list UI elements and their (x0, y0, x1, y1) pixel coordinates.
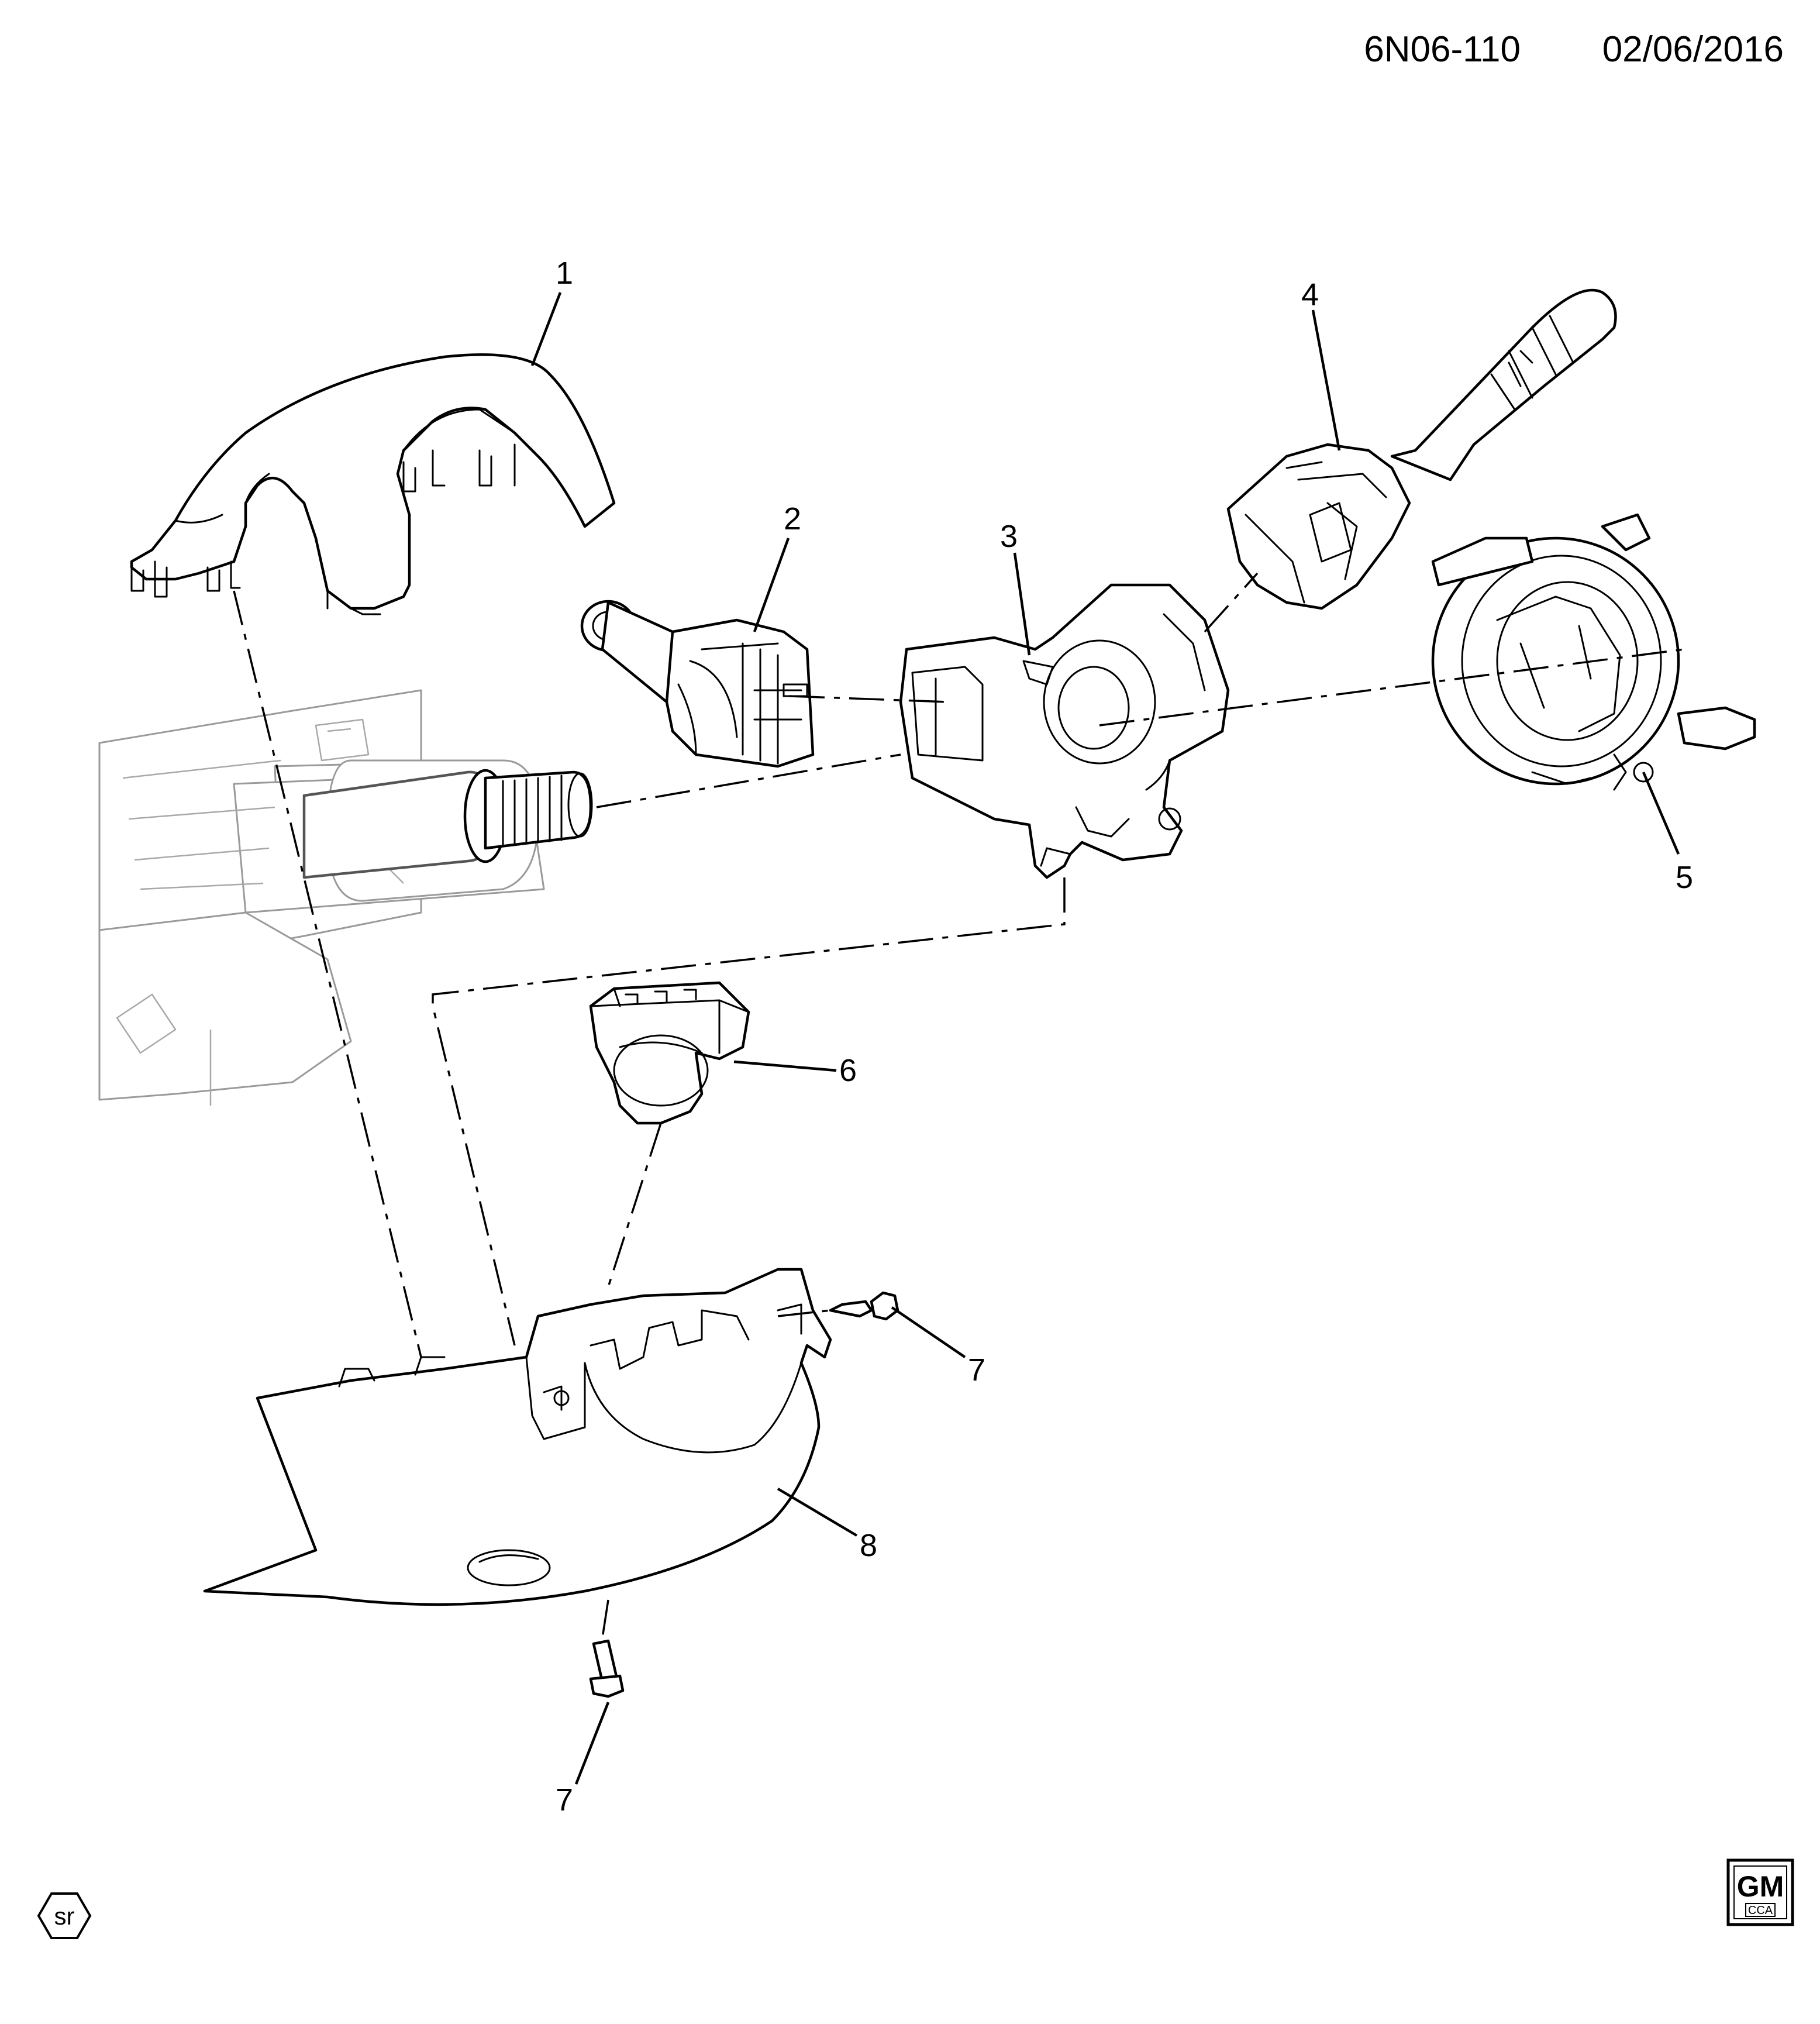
turn-signal-switch (580, 600, 815, 768)
assembly-lines (233, 572, 1685, 1639)
screw-right (829, 1291, 899, 1321)
callout-4: 4 (1301, 277, 1319, 312)
lower-trim-cover (203, 1268, 832, 1606)
ignition-module (589, 981, 750, 1125)
callout-3: 3 (1000, 519, 1018, 554)
callout-2: 2 (784, 501, 801, 536)
gm-logo: GM CCA (1726, 1858, 1794, 1926)
upper-trim-cover (130, 353, 616, 615)
svg-text:sr: sr (54, 1902, 75, 1930)
callout-1: 1 (556, 256, 573, 291)
diagram-id: 6N06-110 (1364, 29, 1521, 70)
callout-7-upper: 7 (968, 1352, 985, 1388)
switch-housing (899, 583, 1230, 879)
callout-7-lower: 7 (556, 1782, 573, 1818)
callout-5: 5 (1676, 860, 1693, 895)
leader-lines (530, 292, 1680, 1785)
callout-6: 6 (839, 1053, 857, 1088)
steering-shaft (302, 769, 593, 879)
diagram-date: 02/06/2016 (1602, 29, 1784, 70)
screw-bottom (589, 1639, 625, 1698)
clockspring-coil (1431, 513, 1756, 791)
sr-badge: sr (37, 1892, 92, 1939)
svg-text:GM: GM (1737, 1870, 1784, 1903)
wiper-switch (1226, 288, 1617, 610)
callout-8: 8 (860, 1528, 877, 1563)
steering-column (98, 689, 545, 1106)
svg-text:CCA: CCA (1748, 1904, 1773, 1917)
